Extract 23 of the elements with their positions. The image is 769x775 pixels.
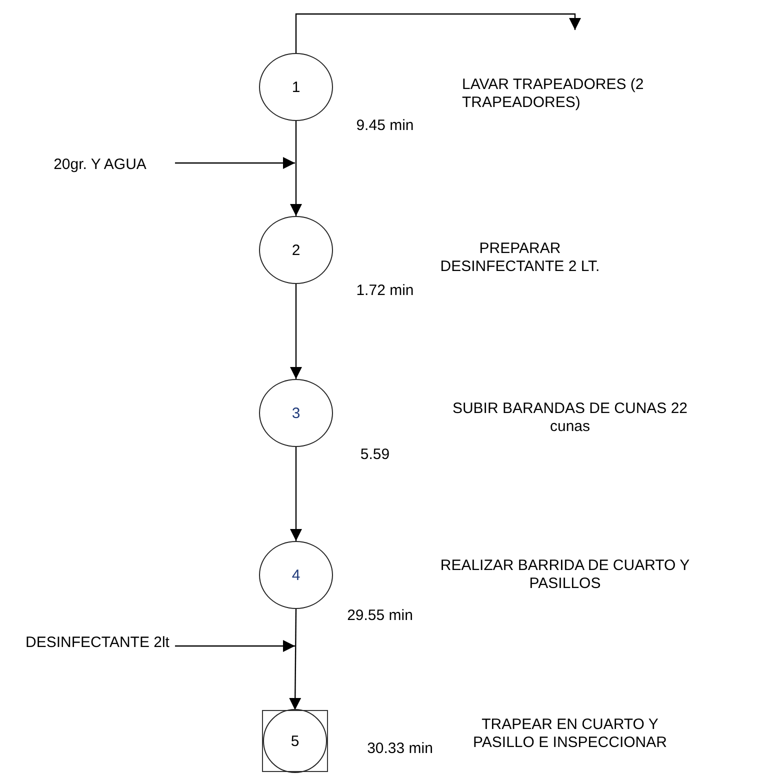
activity-description: TRAPEAR EN CUARTO Y PASILLO E INSPECCIONAR — [472, 716, 668, 752]
activity-description: 5.59 — [359, 446, 391, 464]
activity-description: 29.55 min — [346, 607, 414, 625]
input-label: 20gr. Y AGUA — [20, 146, 180, 184]
operation-circle: 3 — [259, 379, 333, 447]
activity-description: PREPARAR DESINFECTANTE 2 LT. — [439, 240, 601, 276]
arrow — [290, 121, 302, 216]
operation-circle: 4 — [259, 541, 333, 609]
arrow — [289, 609, 302, 710]
operation-circle: 1 — [259, 53, 333, 121]
input-label: DESINFECTANTE 2lt — [0, 624, 195, 662]
arrow — [175, 157, 295, 169]
activity-description: 30.33 min — [366, 740, 434, 758]
activity-description: REALIZAR BARRIDA DE CUARTO Y PASILLOS — [439, 557, 691, 593]
operation-circle: 2 — [259, 216, 333, 284]
activity-description: 9.45 min — [355, 117, 415, 135]
arrow — [175, 640, 295, 652]
activity-description: 1.72 min — [355, 282, 415, 300]
arrow — [295, 13, 581, 53]
activity-description: LAVAR TRAPEADORES (2 TRAPEADORES) — [462, 76, 645, 112]
combined-operation-inspection-symbol: 5 — [262, 710, 328, 772]
arrow — [290, 284, 302, 379]
activity-description: SUBIR BARANDAS DE CUNAS 22 cunas — [451, 400, 689, 436]
